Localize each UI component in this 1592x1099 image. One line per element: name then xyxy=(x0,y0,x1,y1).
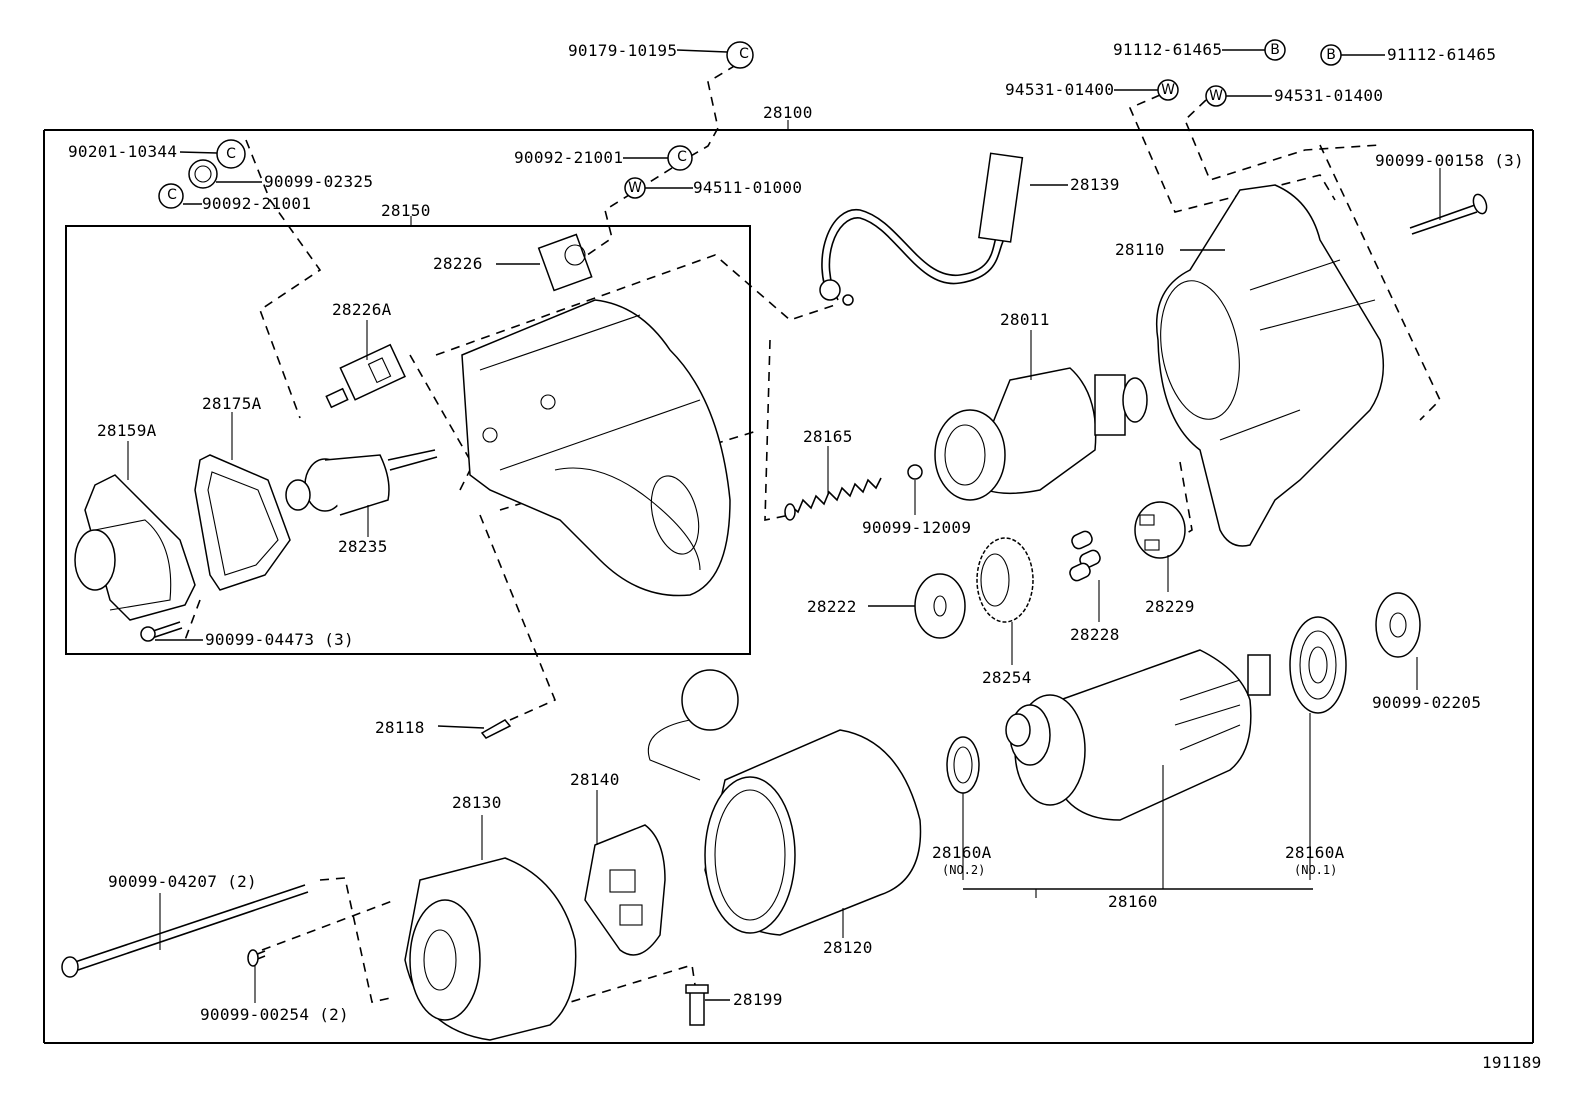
magnetic-switch-drawing xyxy=(461,299,731,597)
part-note: (NO.1) xyxy=(1294,863,1337,877)
part-label[interactable]: 28235 xyxy=(338,537,388,556)
svg-text:W: W xyxy=(1209,88,1223,104)
part-note: (NO.2) xyxy=(942,863,985,877)
part-label[interactable]: 28110 xyxy=(1115,240,1165,259)
clutch-drawing xyxy=(934,367,1148,501)
retainer-drawing xyxy=(1134,501,1186,559)
svg-text:C: C xyxy=(167,187,177,203)
subassembly-frame xyxy=(65,216,751,655)
bolt-drawing xyxy=(1409,193,1488,235)
starter-housing-drawing xyxy=(1155,184,1385,547)
part-label[interactable]: 90201-10344 xyxy=(68,142,177,161)
part-label[interactable]: 28229 xyxy=(1145,597,1195,616)
armature-drawing xyxy=(1005,649,1271,821)
part-label[interactable]: 90099-02325 xyxy=(264,172,373,191)
washer-right-drawing xyxy=(1375,592,1421,658)
part-label[interactable]: 28139 xyxy=(1070,175,1120,194)
part-label[interactable]: 91112-61465 xyxy=(1387,45,1496,64)
switch-drawing xyxy=(325,343,406,409)
brush-holder-drawing xyxy=(584,824,666,956)
svg-text:B: B xyxy=(1270,42,1280,58)
leader-lines xyxy=(127,49,1441,1003)
plug-drawing xyxy=(685,984,709,1026)
part-label[interactable]: 90099-00254 (2) xyxy=(200,1005,349,1024)
bearing-no2-drawing xyxy=(946,736,980,794)
plunger-drawing xyxy=(285,449,438,516)
part-label[interactable]: 94531-01400 xyxy=(1274,86,1383,105)
part-label[interactable]: 28160A xyxy=(932,843,992,862)
part-labels: 28100 28150 191189 90179-10195 90201-103… xyxy=(68,40,1542,1072)
part-label[interactable]: 90099-12009 xyxy=(862,518,971,537)
end-cover-drawing xyxy=(74,474,196,621)
part-label[interactable]: 91112-61465 xyxy=(1113,40,1222,59)
part-label[interactable]: 28140 xyxy=(570,770,620,789)
svg-text:C: C xyxy=(226,146,236,162)
part-label[interactable]: 28175A xyxy=(202,394,262,413)
assembly-frame xyxy=(43,120,1534,1044)
part-label[interactable]: 94511-01000 xyxy=(693,178,802,197)
part-label[interactable]: 90099-04207 (2) xyxy=(108,872,257,891)
label-assembly: 28100 xyxy=(763,103,813,122)
assembly-guide-lines xyxy=(184,64,1441,1026)
part-label[interactable]: 28165 xyxy=(803,427,853,446)
part-label[interactable]: 28120 xyxy=(823,938,873,957)
figure-number: 191189 xyxy=(1482,1053,1542,1072)
washer-drawing xyxy=(914,573,966,639)
part-label[interactable]: 28226A xyxy=(332,300,392,319)
part-label[interactable]: 90092-21001 xyxy=(514,148,623,167)
fastener-cap-icon: C C C C W B B W W xyxy=(158,39,1342,209)
gear-drawing xyxy=(976,537,1034,623)
rollers-drawing xyxy=(1069,530,1101,582)
svg-text:C: C xyxy=(677,149,687,165)
part-label[interactable]: 28226 xyxy=(433,254,483,273)
screw-drawing xyxy=(247,949,266,967)
part-label[interactable]: 28130 xyxy=(452,793,502,812)
part-label[interactable]: 90179-10195 xyxy=(568,41,677,60)
gasket-drawing xyxy=(194,454,291,591)
part-label[interactable]: 90099-00158 (3) xyxy=(1375,151,1524,170)
lead-wire-drawing xyxy=(819,152,1024,306)
terminal-drawing xyxy=(537,233,593,292)
bearing-no1-drawing xyxy=(1289,616,1347,714)
part-label[interactable]: 28011 xyxy=(1000,310,1050,329)
part-label[interactable]: 28254 xyxy=(982,668,1032,687)
part-label[interactable]: 28228 xyxy=(1070,625,1120,644)
part-label[interactable]: 28199 xyxy=(733,990,783,1009)
part-label[interactable]: 90099-02205 xyxy=(1372,693,1481,712)
yoke-drawing xyxy=(647,669,922,936)
label-subassembly: 28150 xyxy=(381,201,431,220)
contact-plate-drawing xyxy=(480,719,512,739)
part-label[interactable]: 90099-04473 (3) xyxy=(205,630,354,649)
part-label[interactable]: 28160A xyxy=(1285,843,1345,862)
spring-drawing xyxy=(784,464,923,521)
part-label[interactable]: 90092-21001 xyxy=(202,194,311,213)
end-frame-drawing xyxy=(404,857,577,1041)
svg-text:C: C xyxy=(739,46,749,62)
screw-small-drawing xyxy=(140,621,183,642)
part-label[interactable]: 94531-01400 xyxy=(1005,80,1114,99)
part-label[interactable]: 28160 xyxy=(1108,892,1158,911)
svg-text:B: B xyxy=(1326,47,1336,63)
svg-text:W: W xyxy=(628,180,642,196)
part-label[interactable]: 28118 xyxy=(375,718,425,737)
svg-text:W: W xyxy=(1161,82,1175,98)
through-bolt-drawing xyxy=(61,884,309,978)
part-label[interactable]: 28159A xyxy=(97,421,157,440)
part-label[interactable]: 28222 xyxy=(807,597,857,616)
